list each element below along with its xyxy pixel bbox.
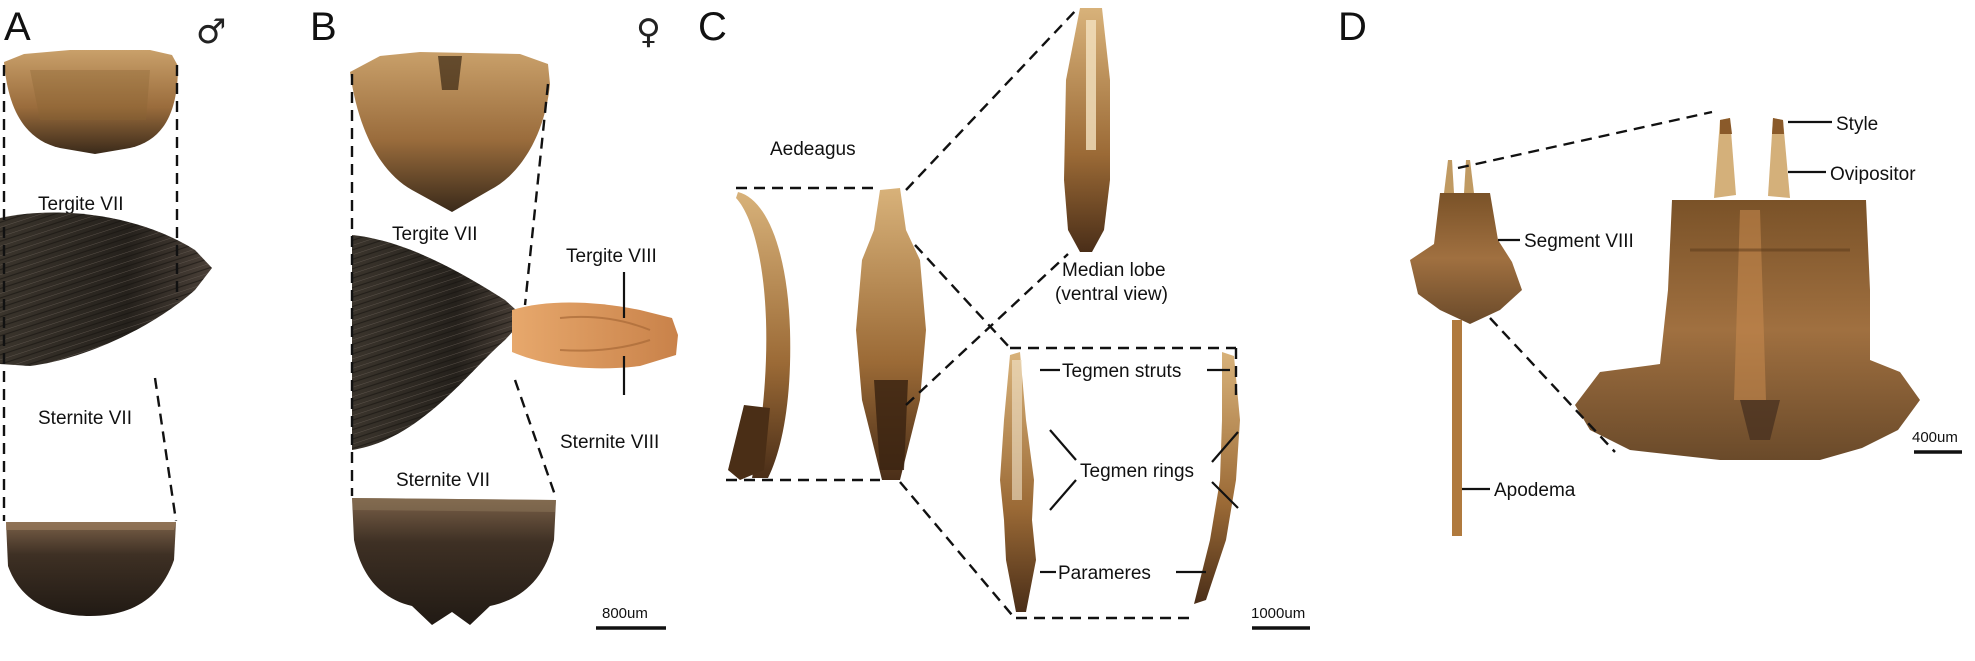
segment-viii-small-specimen — [1410, 193, 1522, 324]
aedeagus-dorsal-specimen — [856, 188, 926, 480]
leader-rings-lower-right — [1211, 481, 1239, 509]
aedeagus-lateral-specimen — [736, 192, 791, 478]
label-tergite-vii-female: Tergite VII — [392, 224, 478, 245]
style-right-enlarged — [1768, 118, 1790, 198]
style-small-right — [1464, 160, 1474, 193]
ovipositor-segment-viii — [512, 302, 678, 369]
label-sternite-vii: Sternite VII — [38, 408, 132, 429]
label-median-lobe: Median lobe — [1062, 260, 1166, 281]
label-style: Style — [1836, 114, 1878, 135]
panel-d: D Style Ovipositor Segment VIII Apodema … — [1338, 5, 1962, 536]
leader-rings-lower-left — [1049, 479, 1077, 511]
label-ovipositor: Ovipositor — [1830, 164, 1916, 185]
leader-rings-upper-right — [1211, 431, 1239, 463]
style-left-enlarged — [1714, 118, 1736, 198]
sternite-vii-specimen — [6, 522, 176, 616]
male-symbol: ♂ — [196, 12, 226, 52]
leader-rings-upper-left — [1049, 429, 1077, 461]
label-tergite-viii: Tergite VIII — [566, 246, 657, 267]
tergite-vii-plate — [30, 70, 150, 120]
label-aedeagus: Aedeagus — [770, 139, 856, 160]
label-sternite-vii-female: Sternite VII — [396, 470, 490, 491]
panel-d-letter: D — [1338, 5, 1367, 49]
panel-c-dashed-guides — [726, 7, 1238, 620]
tergite-vii-specimen — [4, 50, 178, 154]
scale-label-1000: 1000um — [1251, 605, 1305, 622]
female-symbol: ♀ — [636, 12, 661, 52]
label-ventral-view: (ventral view) — [1055, 284, 1168, 305]
panel-a-letter: A — [4, 5, 31, 49]
label-segment-viii: Segment VIII — [1524, 231, 1634, 252]
panel-a: A ♂ Tergite VII Sternite VII — [0, 5, 226, 616]
label-tegmen-struts: Tegmen struts — [1062, 361, 1181, 382]
panel-c: C Aedeagus Median lobe (ventral view) Te… — [698, 5, 1310, 630]
panel-b-letter: B — [310, 5, 337, 49]
label-parameres: Parameres — [1058, 563, 1151, 584]
panel-b: B ♀ Tergite VII Tergite VIII Sternite VI… — [310, 5, 678, 630]
label-tergite-vii: Tergite VII — [38, 194, 124, 215]
apodema-specimen — [1452, 320, 1462, 536]
panel-a-dashed-guides — [2, 65, 179, 522]
label-sternite-viii: Sternite VIII — [560, 432, 659, 453]
style-small-left — [1444, 160, 1454, 193]
panel-d-dashed-guides — [1457, 110, 1713, 453]
panel-c-letter: C — [698, 5, 727, 49]
label-apodema: Apodema — [1494, 480, 1576, 501]
tergite-vii-female-specimen — [350, 52, 550, 212]
label-tegmen-rings: Tegmen rings — [1080, 461, 1194, 482]
tegmen-specimen-right — [1194, 352, 1240, 604]
sternite-vii-female-specimen — [352, 498, 556, 625]
scale-label-800: 800um — [602, 605, 648, 622]
scale-label-400: 400um — [1912, 429, 1958, 446]
panel-b-dashed-guides — [350, 74, 558, 499]
